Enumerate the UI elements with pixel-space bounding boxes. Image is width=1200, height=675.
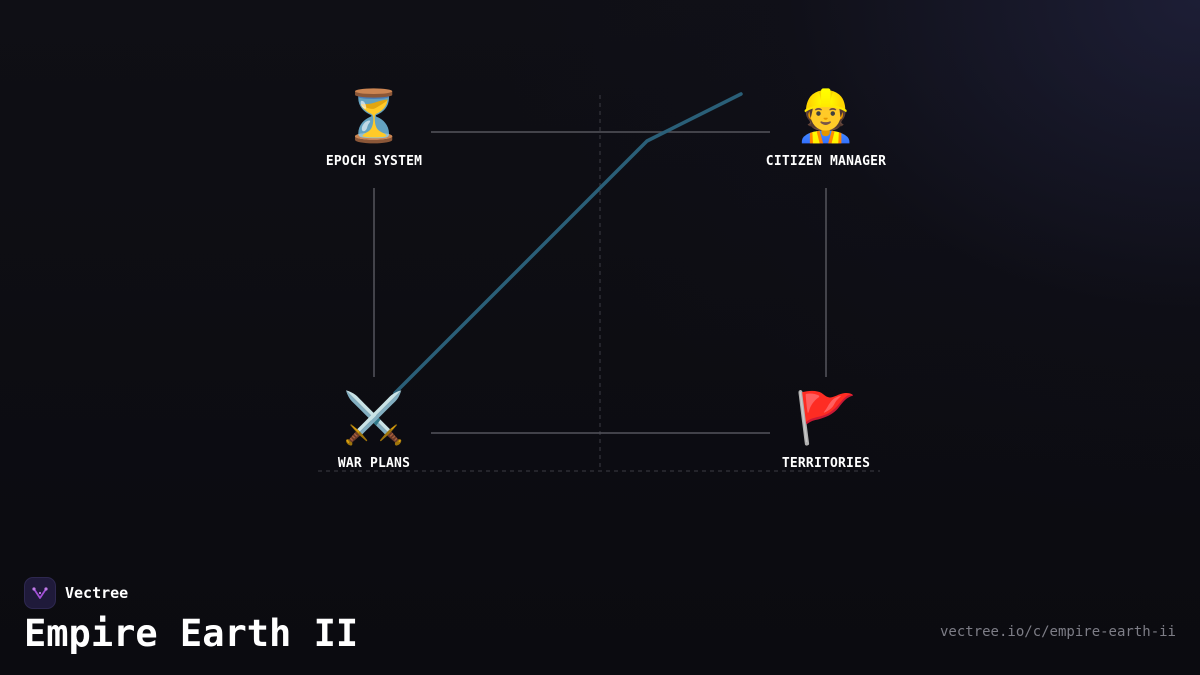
page-title: Empire Earth II (24, 612, 359, 655)
node-territories[interactable]: 🚩 TERRITORIES (746, 388, 906, 471)
brand[interactable]: Vectree (24, 577, 128, 609)
brand-name: Vectree (65, 584, 129, 602)
red-flag-icon: 🚩 (794, 389, 858, 447)
node-label: TERRITORIES (781, 456, 871, 471)
vectree-logo-glyph (32, 587, 48, 599)
node-label: WAR PLANS (337, 456, 411, 471)
construction-worker-icon: 👷 (794, 87, 858, 145)
node-epoch-system[interactable]: ⏳ EPOCH SYSTEM (294, 86, 454, 169)
node-citizen-manager[interactable]: 👷 CITIZEN MANAGER (746, 86, 906, 169)
hourglass-icon: ⏳ (342, 87, 406, 145)
node-label: EPOCH SYSTEM (325, 154, 423, 169)
trend-line (393, 92, 743, 395)
node-label: CITIZEN MANAGER (765, 154, 887, 169)
crossed-swords-icon: ⚔️ (342, 389, 406, 447)
course-url[interactable]: vectree.io/c/empire-earth-ii (939, 624, 1176, 640)
node-war-plans[interactable]: ⚔️ WAR PLANS (294, 388, 454, 471)
vectree-logo-icon (24, 577, 56, 609)
